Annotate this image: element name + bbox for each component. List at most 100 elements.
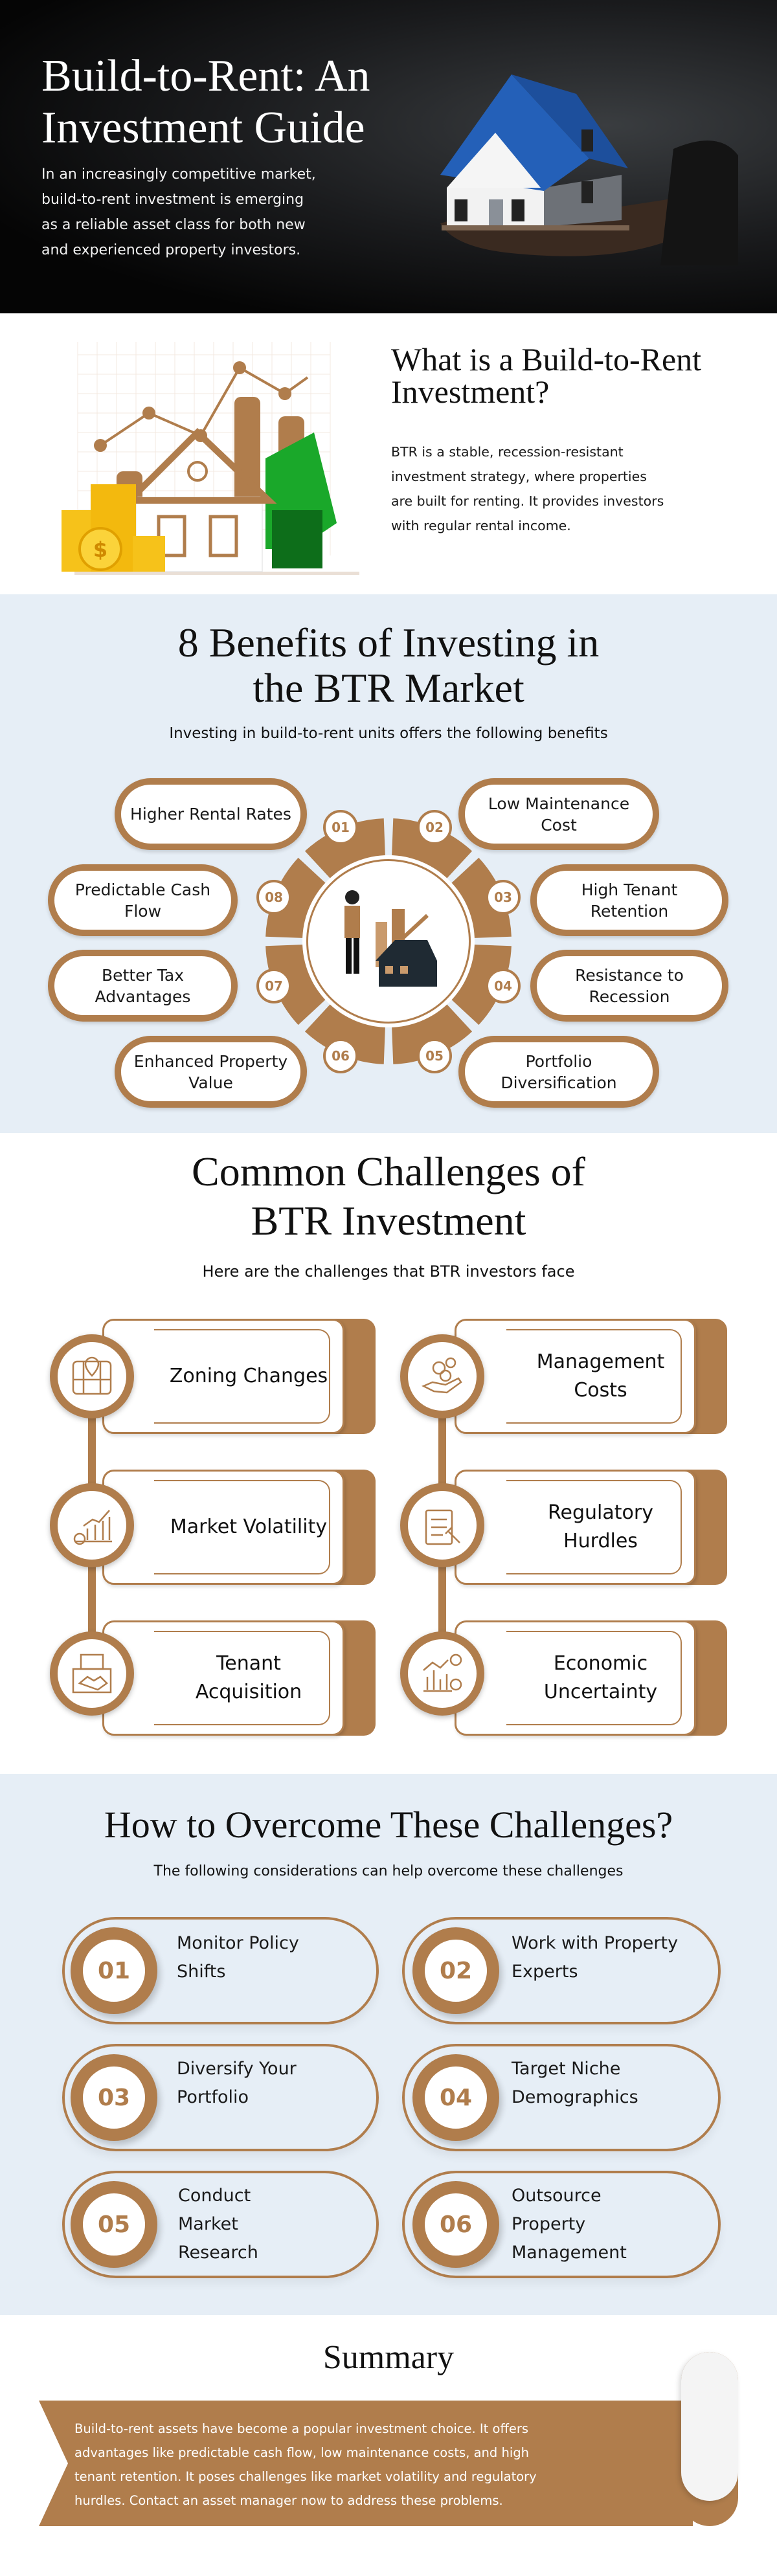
- solution-pill: [62, 2171, 379, 2278]
- solution-number: 02: [412, 1927, 499, 2014]
- benefits-subtitle: Investing in build-to-rent units offers …: [169, 725, 608, 742]
- summary-line: Build-to-rent assets have become a popul…: [74, 2421, 529, 2436]
- benefit-label: High Tenant Retention: [537, 871, 722, 930]
- benefit-number-badge: 08: [256, 880, 291, 915]
- overcome-title: How to Overcome These Challenges?: [104, 1804, 673, 1846]
- overcome-subtitle: The following considerations can help ov…: [153, 1863, 624, 1879]
- solution-number: 04: [412, 2054, 499, 2141]
- solution-number: 05: [71, 2181, 157, 2268]
- solution-number: 03: [71, 2054, 157, 2141]
- wheel-segment: [304, 818, 386, 884]
- summary-title: Summary: [322, 2339, 455, 2376]
- solution-number-text: 01: [83, 1940, 145, 2002]
- hero-line: and experienced property investors.: [41, 242, 301, 258]
- benefit-label: Enhanced Property Value: [121, 1042, 300, 1101]
- hero-line: build-to-rent investment is emerging: [41, 192, 304, 208]
- solution-pill: [62, 2044, 379, 2151]
- challenge-card: Tenant Acquisition: [102, 1620, 376, 1736]
- hero-line: In an increasingly competitive market,: [41, 166, 316, 183]
- benefit-label: Portfolio Diversification: [465, 1042, 653, 1101]
- investor-house-icon: [344, 890, 437, 987]
- solution-label: Diversify Your Portfolio: [177, 2059, 297, 2107]
- hero-title-line: Investment Guide: [41, 103, 365, 153]
- hero-title-line: Build-to-Rent: An: [41, 51, 370, 101]
- benefit-portfolio-diversification: Portfolio Diversification: [458, 1036, 659, 1108]
- challenges-section: Common Challenges of BTR Investment Here…: [0, 1133, 777, 1774]
- hand-gears-icon: [400, 1334, 484, 1418]
- challenges-title-line: BTR Investment: [251, 1198, 526, 1244]
- benefits-title-line: the BTR Market: [253, 665, 524, 711]
- benefit-label: Predictable Cash Flow: [54, 871, 231, 930]
- solution-pill: [402, 2044, 721, 2151]
- solution-label: Work with Property Experts: [512, 1933, 679, 1982]
- solution-number-text: 04: [425, 2066, 487, 2129]
- chart-question-icon: [400, 1631, 484, 1716]
- benefit-label: Resistance to Recession: [537, 956, 722, 1015]
- summary-banner: [39, 2401, 693, 2526]
- what-is-line: investment strategy, where properties: [391, 469, 647, 484]
- benefits-title-line: 8 Benefits of Investing in: [177, 620, 600, 666]
- solution-number-text: 06: [425, 2193, 487, 2256]
- benefit-enhanced-property-value: Enhanced Property Value: [115, 1036, 307, 1108]
- investment-illustration: $: [62, 342, 359, 575]
- chart-coins-icon: [50, 1483, 134, 1567]
- benefit-low-maintenance-cost: Low Maintenance Cost: [458, 778, 659, 850]
- challenges-title-line: Common Challenges of: [192, 1148, 585, 1194]
- solution-label: Outsource Property Management: [512, 2186, 627, 2263]
- wheel-segment: [265, 944, 332, 1025]
- summary-line: tenant retention. It poses challenges li…: [74, 2469, 537, 2484]
- what-is-title-line: What is a Build-to-Rent: [391, 341, 702, 377]
- summary-line: hurdles. Contact an asset manager now to…: [74, 2493, 503, 2508]
- benefit-resistance-to-recession: Resistance to Recession: [530, 950, 728, 1022]
- summary-line: advantages like predictable cash flow, l…: [74, 2445, 529, 2460]
- hero-line: as a reliable asset class for both new: [41, 217, 306, 233]
- challenge-label: Economic Uncertainty: [543, 1652, 658, 1703]
- benefit-predictable-cash-flow: Predictable Cash Flow: [48, 864, 238, 936]
- what-is-title-line: Investment?: [391, 374, 550, 410]
- challenge-card: Economic Uncertainty: [455, 1620, 727, 1736]
- benefit-better-tax-advantages: Better Tax Advantages: [48, 950, 238, 1022]
- map-pin-icon: [50, 1334, 134, 1418]
- benefit-higher-rental-rates: Higher Rental Rates: [115, 778, 307, 850]
- hero-section: Build-to-Rent: An Investment Guide In an…: [0, 0, 777, 313]
- what-is-section: $ What is a Build-to-Rent Investment? BT…: [0, 313, 777, 594]
- solution-label: Conduct Market Research: [178, 2186, 258, 2263]
- solution-number: 06: [412, 2181, 499, 2268]
- solution-number: 01: [71, 1927, 157, 2014]
- challenges-title: Common Challenges of BTR Investment: [0, 1147, 777, 1246]
- overcome-section: How to Overcome These Challenges? The fo…: [0, 1774, 777, 2315]
- wheel-segment: [391, 818, 473, 884]
- solution-label: Monitor Policy Shifts: [177, 1933, 299, 1982]
- benefit-number-badge: 05: [417, 1038, 452, 1073]
- benefit-high-tenant-retention: High Tenant Retention: [530, 864, 728, 936]
- hero-title: Build-to-Rent: An Investment Guide: [41, 50, 370, 154]
- house-in-hand-image: [440, 74, 738, 265]
- wheel-segment: [445, 944, 512, 1025]
- what-is-line: with regular rental income.: [391, 518, 571, 533]
- challenge-card: Market Volatility: [102, 1470, 376, 1585]
- challenge-label: Tenant Acquisition: [195, 1652, 302, 1703]
- wheel-center-illustration: [306, 859, 471, 1024]
- svg-text:$: $: [93, 537, 107, 562]
- hero-paragraph: In an increasingly competitive market, b…: [41, 162, 316, 263]
- summary-section: Summary Build-to-rent assets have become…: [0, 2315, 777, 2576]
- benefits-section: 8 Benefits of Investing in the BTR Marke…: [0, 594, 777, 1133]
- benefits-wheel: [265, 818, 512, 1064]
- benefit-number-badge: 03: [486, 880, 521, 915]
- benefits-title: 8 Benefits of Investing in the BTR Marke…: [0, 620, 777, 711]
- wheel-segment: [304, 998, 386, 1064]
- challenge-label: Management Costs: [536, 1350, 665, 1402]
- handshake-icon: [50, 1631, 134, 1716]
- challenge-label: Regulatory Hurdles: [548, 1501, 653, 1552]
- solution-pill: [62, 1917, 379, 2024]
- challenge-card: Management Costs: [455, 1319, 727, 1434]
- solution-pill: [402, 2171, 721, 2278]
- challenge-label: Zoning Changes: [169, 1365, 328, 1387]
- solution-label: Target Niche Demographics: [512, 2059, 638, 2107]
- wheel-segment: [445, 857, 512, 939]
- challenge-card: Regulatory Hurdles: [455, 1470, 727, 1585]
- summary-text: Build-to-rent assets have become a popul…: [74, 2417, 537, 2513]
- benefit-number-badge: 06: [323, 1038, 358, 1073]
- what-is-title: What is a Build-to-Rent Investment?: [391, 343, 701, 408]
- scroll-curl-paper: [681, 2352, 738, 2501]
